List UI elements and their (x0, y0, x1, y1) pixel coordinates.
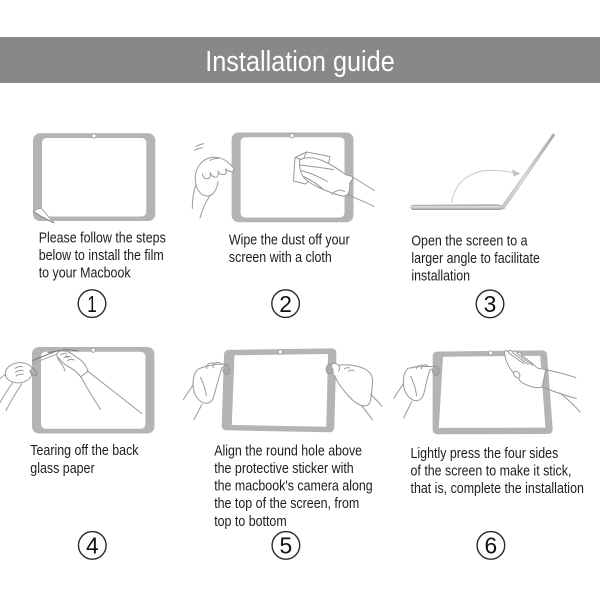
svg-text:glass paper: glass paper (30, 460, 94, 477)
svg-text:3: 3 (484, 291, 497, 317)
svg-text:the macbook's camera along: the macbook's camera along (214, 478, 373, 495)
svg-text:to your Macbook: to your Macbook (39, 265, 131, 282)
svg-text:1: 1 (87, 291, 97, 317)
svg-text:screen with a cloth: screen with a cloth (229, 249, 332, 266)
svg-text:Lightly press the four sides: Lightly press the four sides (411, 445, 559, 462)
svg-text:Open the screen to a: Open the screen to a (411, 232, 528, 249)
svg-text:the protective sticker with: the protective sticker with (214, 460, 354, 477)
svg-text:4: 4 (86, 533, 99, 559)
svg-text:of the screen to make it stick: of the screen to make it stick, (411, 462, 572, 479)
svg-text:larger angle to facilitate: larger angle to facilitate (411, 250, 540, 267)
svg-text:the top of the screen, from: the top of the screen, from (214, 495, 359, 512)
svg-text:Wipe the dust off your: Wipe the dust off your (229, 232, 350, 249)
svg-text:top to bottom: top to bottom (214, 513, 287, 530)
svg-text:Installation guide: Installation guide (205, 46, 395, 78)
svg-text:5: 5 (280, 533, 293, 559)
svg-text:6: 6 (485, 533, 498, 559)
svg-text:that is, complete the installa: that is, complete the installation (411, 480, 584, 497)
svg-text:installation: installation (411, 268, 470, 285)
svg-text:2: 2 (279, 291, 292, 317)
svg-text:below to install the film: below to install the film (39, 247, 164, 264)
svg-text:Tearing off the back: Tearing off the back (30, 442, 139, 459)
svg-text:Please follow the steps: Please follow the steps (39, 230, 166, 247)
svg-text:Align the round hole above: Align the round hole above (214, 442, 362, 459)
